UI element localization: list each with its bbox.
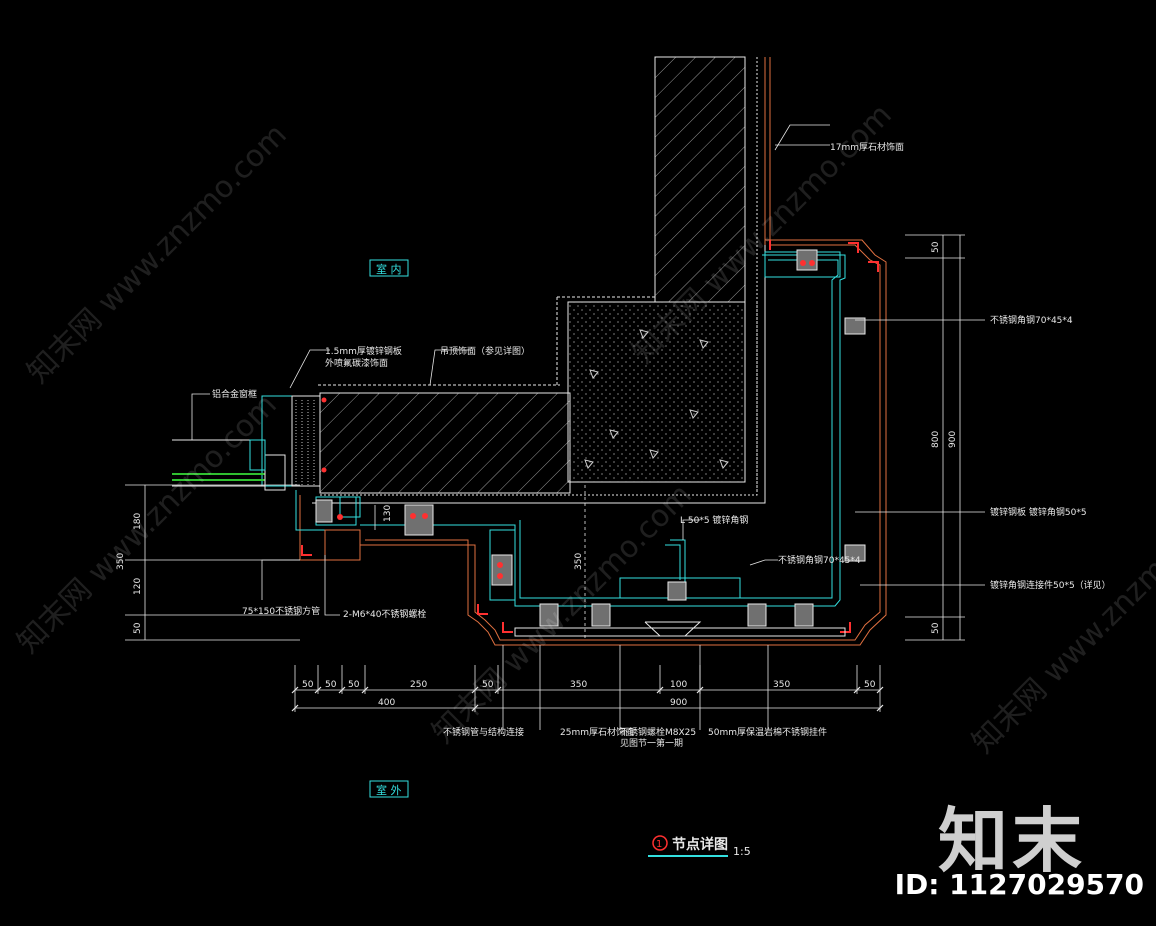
dim-130: 130 — [383, 505, 393, 522]
note-bolt: 2-M6*40不锈钢螺栓 — [343, 608, 426, 620]
svg-text:室 外: 室 外 — [376, 783, 402, 797]
dimension-text: 50 50 50 250 50 350 100 350 50 400 900 1… — [116, 241, 958, 708]
finish-layer — [312, 245, 766, 504]
note-center-top: L 50*5 镀锌角钢 — [680, 514, 748, 526]
window-frame — [172, 395, 321, 491]
svg-text:室 内: 室 内 — [376, 262, 402, 276]
note-steel-top: 不锈钢角钢70*45*4 — [990, 314, 1073, 326]
note-steel-bot: 镀锌角钢连接件50*5（详见） — [990, 579, 1111, 591]
dim-b2-1: 900 — [670, 698, 687, 708]
brand-logo: 知末 — [938, 800, 1086, 882]
dim-b1-1: 50 — [325, 680, 337, 690]
dim-r-outer: 900 — [948, 431, 958, 448]
room-label-exterior: 室 外 — [369, 780, 409, 798]
floor-slab — [318, 384, 571, 494]
dim-b1-3: 250 — [410, 680, 427, 690]
note-steel-mid: 镀锌钢板 镀锌角钢50*5 — [990, 506, 1087, 518]
corner-marks — [301, 240, 879, 633]
dim-b1-6: 100 — [670, 680, 687, 690]
dim-l-0: 180 — [133, 513, 143, 530]
title-text: 节点详图 — [672, 836, 728, 853]
dim-l-1: 350 — [116, 553, 126, 570]
note-bottom-2: 25mm厚石材饰面 — [560, 726, 634, 738]
dimension-ticks — [291, 686, 884, 712]
title-number: 1 — [656, 839, 662, 850]
dim-r-1: 800 — [931, 431, 941, 448]
note-bottom-3a: 不锈钢螺栓M8X25 — [620, 726, 696, 738]
note-75x150: 75*150不锈钢方管 — [242, 605, 320, 617]
note-bottom-4: 50mm厚保温岩棉 — [708, 726, 782, 738]
room-label-interior: 室 内 — [369, 259, 409, 277]
bolts — [321, 260, 815, 579]
annotations: 17mm厚石材饰面 1.5mm厚镀锌钢板 外喷氟碳漆饰面 吊顶饰面（参见详图） … — [212, 141, 1111, 749]
note-ceiling: 吊顶饰面（参见详图） — [440, 345, 530, 357]
dim-b1-7: 350 — [773, 680, 790, 690]
dim-l-3: 50 — [133, 622, 143, 634]
note-bottom-1: 不锈钢管与结构连接 — [443, 726, 524, 738]
note-bottom-3b: 见图节一第一期 — [620, 737, 683, 749]
dim-b1-4: 50 — [482, 680, 494, 690]
dim-r-2: 50 — [931, 622, 941, 634]
note-15mm-1: 1.5mm厚镀锌钢板 — [325, 345, 402, 357]
note-left-top: 铝合金窗框 — [212, 388, 257, 400]
dim-b1-2: 50 — [348, 680, 360, 690]
vertical-wall — [654, 56, 771, 490]
title-scale: 1:5 — [733, 845, 751, 858]
dim-l-2: 120 — [133, 578, 143, 595]
note-bottom-5: 不锈钢挂件 — [782, 726, 827, 738]
drawing-title: 1 节点详图 1:5 — [648, 835, 751, 858]
note-15mm-2: 外喷氟碳漆饰面 — [325, 357, 388, 369]
image-id: ID: 1127029570 — [894, 868, 1144, 901]
dim-r-0: 50 — [931, 241, 941, 253]
brackets — [315, 249, 866, 627]
drip-plate — [324, 529, 846, 637]
concrete-column — [567, 301, 746, 483]
dim-b2-0: 400 — [378, 698, 395, 708]
dim-b1-0: 50 — [302, 680, 314, 690]
note-17mm: 17mm厚石材饰面 — [830, 141, 904, 153]
dim-b1-8: 50 — [864, 680, 876, 690]
dim-center: 350 — [574, 553, 584, 570]
note-steel-center: 不锈钢角钢70*45*4 — [778, 554, 861, 566]
dim-b1-5: 350 — [570, 680, 587, 690]
